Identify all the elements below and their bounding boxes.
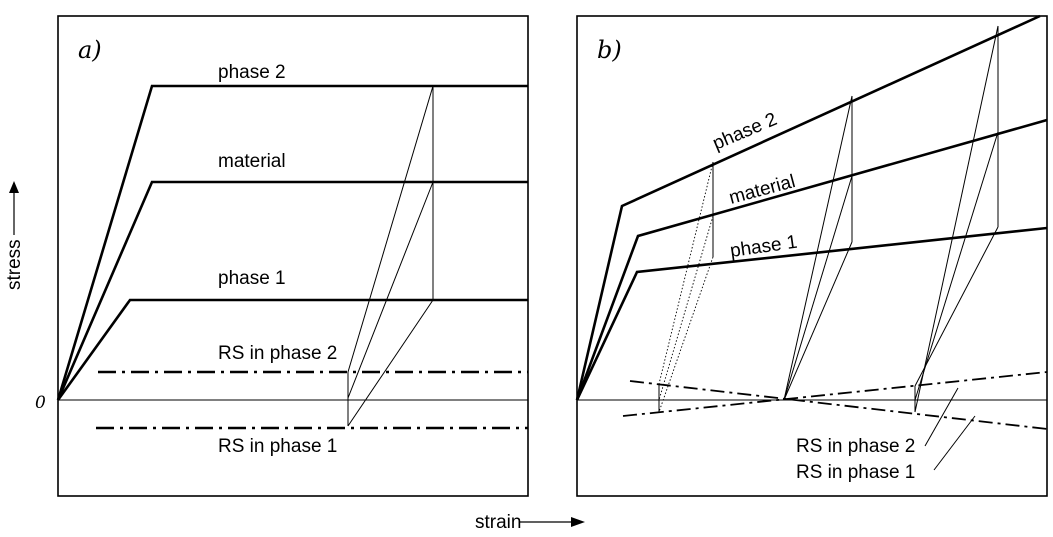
panel-a-curve-material [56, 180, 528, 401]
panel-a-label-material: material [218, 151, 286, 172]
panel-a-curve-phase1 [56, 298, 528, 401]
y-axis-label-text: stress [4, 239, 25, 290]
panel-b-curve-phase1 [575, 226, 1048, 401]
x-axis-label-text: strain [475, 512, 521, 533]
panel-a-unload-phase1 [347, 299, 434, 427]
panel-a-unload-material [347, 181, 434, 399]
panel-b-curve-material [575, 118, 1048, 401]
panel-b-unload-2-phase1 [783, 241, 853, 401]
panel-b-frame [576, 15, 1048, 497]
panel-b-unload-1-material [658, 215, 714, 401]
y-axis-label: stress [4, 181, 25, 290]
panel-b-curve-phase2 [575, 14, 1041, 401]
panel-b-label-rs-phase1: RS in phase 1 [796, 462, 915, 483]
panel-b-rs-phase1-leader [933, 415, 976, 471]
panel-a: a) phase 2 material phase 1 RS in phase … [56, 15, 529, 497]
panel-b-label-material: material [727, 171, 798, 209]
panel-b-rs-phase2-line [622, 371, 1048, 417]
panel-a-label-phase2: phase 2 [218, 62, 286, 83]
panel-b-unload-3-material [914, 131, 999, 401]
panel-b-rs-phase2-leader [924, 387, 959, 447]
panel-a-label-rs-phase2: RS in phase 2 [218, 343, 337, 364]
panel-a-curve-phase2 [56, 84, 528, 401]
panel-b-label-phase2: phase 2 [710, 109, 780, 155]
panel-b-unload-1-phase2 [658, 161, 714, 385]
panel-a-unload-phase2 [347, 85, 434, 373]
panel-b-unload-3-phase2 [914, 25, 999, 413]
x-axis-arrow-icon [571, 517, 585, 527]
panel-a-label-rs-phase1: RS in phase 1 [218, 436, 337, 457]
panel-a-label-phase1: phase 1 [218, 268, 286, 289]
panel-b-rs-phase1-line [629, 380, 1048, 430]
panel-b-unload-2-phase2 [783, 95, 853, 401]
panel-b-label-phase1: phase 1 [729, 232, 799, 262]
panel-b: b) phase 2 material phase 1 [575, 14, 1048, 497]
y-axis-arrow-icon [9, 181, 19, 193]
panel-a-frame [57, 15, 529, 497]
origin-label: 0 [35, 393, 46, 413]
panel-b-unload-3-phase1 [914, 226, 999, 387]
panel-b-id-label: b) [597, 36, 622, 64]
panel-b-label-rs-phase2: RS in phase 2 [796, 436, 915, 457]
panel-b-unload-2-material [783, 175, 853, 401]
x-axis-label: strain [475, 512, 585, 533]
panel-a-id-label: a) [78, 36, 102, 64]
